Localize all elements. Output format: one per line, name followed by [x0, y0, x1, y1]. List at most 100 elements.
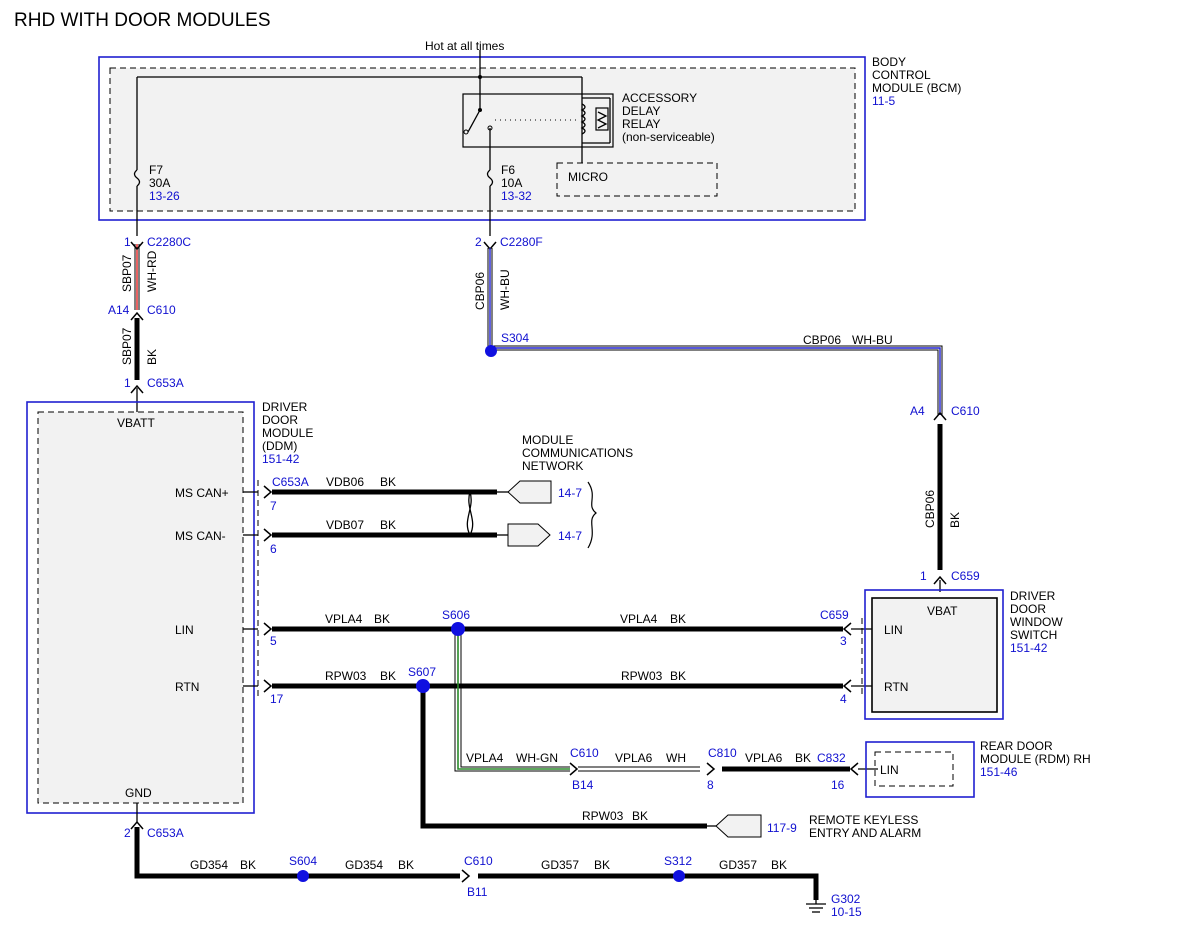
relay-name-1: ACCESSORY [622, 91, 697, 105]
can-minus-arrow [507, 523, 551, 547]
dws-name-1: DRIVER [1010, 589, 1056, 603]
network-ref-2: 14-7 [558, 529, 582, 543]
network-ref-1: 14-7 [558, 486, 582, 500]
vpla6-a-circuit: VPLA6 [615, 751, 653, 765]
dws-ref: 151-42 [1010, 641, 1048, 655]
splice-s604 [297, 870, 309, 882]
can-plus-arrow [507, 480, 552, 504]
dws-vbat: VBAT [927, 604, 958, 618]
sbp07-top-circuit: SBP07 [120, 254, 134, 292]
cbp06-bot-color: BK [948, 512, 962, 528]
cbp06-horz-color: WH-BU [852, 333, 893, 347]
cbp06-bot-circuit: CBP06 [923, 490, 937, 528]
fuse-f7-name: F7 [149, 163, 163, 177]
micro-label: MICRO [568, 170, 608, 184]
power-label: Hot at all times [425, 39, 504, 53]
splice-s312 [673, 870, 685, 882]
ddm-name-4: (DDM) [262, 439, 297, 453]
c810-pin: 8 [707, 778, 714, 792]
c2280f-label: C2280F [500, 235, 543, 249]
c653a-gnd-pin: 2 [124, 826, 131, 840]
bcm-module: MICRO BODY CONTROL MODULE (BCM) 11-5 [98, 55, 961, 236]
rke-name-2: ENTRY AND ALARM [809, 826, 921, 840]
vdb06-circuit: VDB06 [326, 475, 364, 489]
gd357-a-circuit: GD357 [541, 858, 579, 872]
gd354-a-circuit: GD354 [190, 858, 228, 872]
rpw03-c-circuit: RPW03 [582, 809, 624, 823]
splice-s304 [485, 345, 497, 357]
cbp06-top-color: WH-BU [498, 269, 512, 310]
gd357-b-circuit: GD357 [719, 858, 757, 872]
fuse-f6-rating: 10A [501, 176, 522, 190]
vpla6-a-color: WH [666, 751, 686, 765]
vpla4-a-circuit: VPLA4 [325, 612, 363, 626]
c2280c-pin: 1 [124, 235, 131, 249]
c610-right-label: C610 [951, 404, 980, 418]
vpla6-b-color: BK [795, 751, 811, 765]
vpla4-c-circuit: VPLA4 [466, 751, 504, 765]
ddm-rtn: RTN [175, 680, 199, 694]
rpw03-a-circuit: RPW03 [325, 669, 367, 683]
c810-label: C810 [708, 746, 737, 760]
sbp07-top-color: WH-RD [145, 250, 159, 292]
s607-label: S607 [408, 665, 436, 679]
c832-label: C832 [817, 751, 846, 765]
fuse-f6-name: F6 [501, 163, 515, 177]
vpla4-c-color: WH-GN [516, 751, 558, 765]
c2280c-label: C2280C [147, 235, 191, 249]
c610-left-label: C610 [147, 303, 176, 317]
can-wires [263, 480, 597, 549]
rdm-name-1: REAR DOOR [980, 739, 1053, 753]
rdm-name-2: MODULE (RDM) RH [980, 752, 1091, 766]
c610-mid-label: C610 [570, 746, 599, 760]
c653a-top-label: C653A [147, 376, 184, 390]
gd357-b-color: BK [771, 858, 787, 872]
c653a-can-label: C653A [272, 475, 309, 489]
fuse-f7-rating: 30A [149, 176, 170, 190]
gd354-b-circuit: GD354 [345, 858, 383, 872]
ddm-name-2: DOOR [262, 413, 298, 427]
relay-name-2: DELAY [622, 104, 660, 118]
bcm-name-1: BODY [872, 55, 906, 69]
s606-label: S606 [442, 608, 470, 622]
bcm-name-3: MODULE (BCM) [872, 81, 961, 95]
s312-label: S312 [664, 854, 692, 868]
cbp06-top-circuit: CBP06 [473, 272, 487, 310]
c610-left-pin: A14 [108, 303, 130, 317]
ddm-name-3: MODULE [262, 426, 313, 440]
vdb07-circuit: VDB07 [326, 518, 364, 532]
rke-arrow [715, 814, 762, 838]
ddm-gnd: GND [125, 786, 152, 800]
ddm-ref: 151-42 [262, 452, 300, 466]
c653a-gnd-label: C653A [147, 826, 184, 840]
relay-box [462, 93, 614, 148]
vpla4-b-circuit: VPLA4 [620, 612, 658, 626]
s604-label: S604 [289, 854, 317, 868]
dws-name-2: DOOR [1010, 602, 1046, 616]
c659-rtn-pin: 4 [840, 692, 847, 706]
vpla4-a-color: BK [374, 612, 390, 626]
c2280f-pin: 2 [475, 235, 482, 249]
rdm-lin: LIN [880, 763, 899, 777]
ground-name: G302 [831, 892, 861, 906]
rpw03-b-circuit: RPW03 [621, 669, 663, 683]
gd354-a-color: BK [240, 858, 256, 872]
network-name-1: MODULE [522, 433, 573, 447]
rke-name-1: REMOTE KEYLESS [809, 813, 918, 827]
ddm-vbatt: VBATT [117, 416, 155, 430]
relay-name-3: RELAY [622, 117, 660, 131]
c610-mid-pin: B14 [572, 778, 594, 792]
bcm-name-2: CONTROL [872, 68, 931, 82]
c659-lin-label: C659 [820, 608, 849, 622]
c832-pin: 16 [831, 778, 845, 792]
c610-right-pin: A4 [910, 404, 925, 418]
ground-wires [130, 820, 826, 913]
c610-bot-pin: B11 [467, 885, 488, 899]
micro-box [556, 162, 718, 197]
c653a-rtn-pin: 17 [270, 692, 284, 706]
vpla4-b-color: BK [670, 612, 686, 626]
splice-s607 [416, 679, 430, 693]
dws-module [864, 589, 1004, 720]
s304-label: S304 [501, 331, 529, 345]
diagram-title: RHD WITH DOOR MODULES [14, 10, 271, 31]
